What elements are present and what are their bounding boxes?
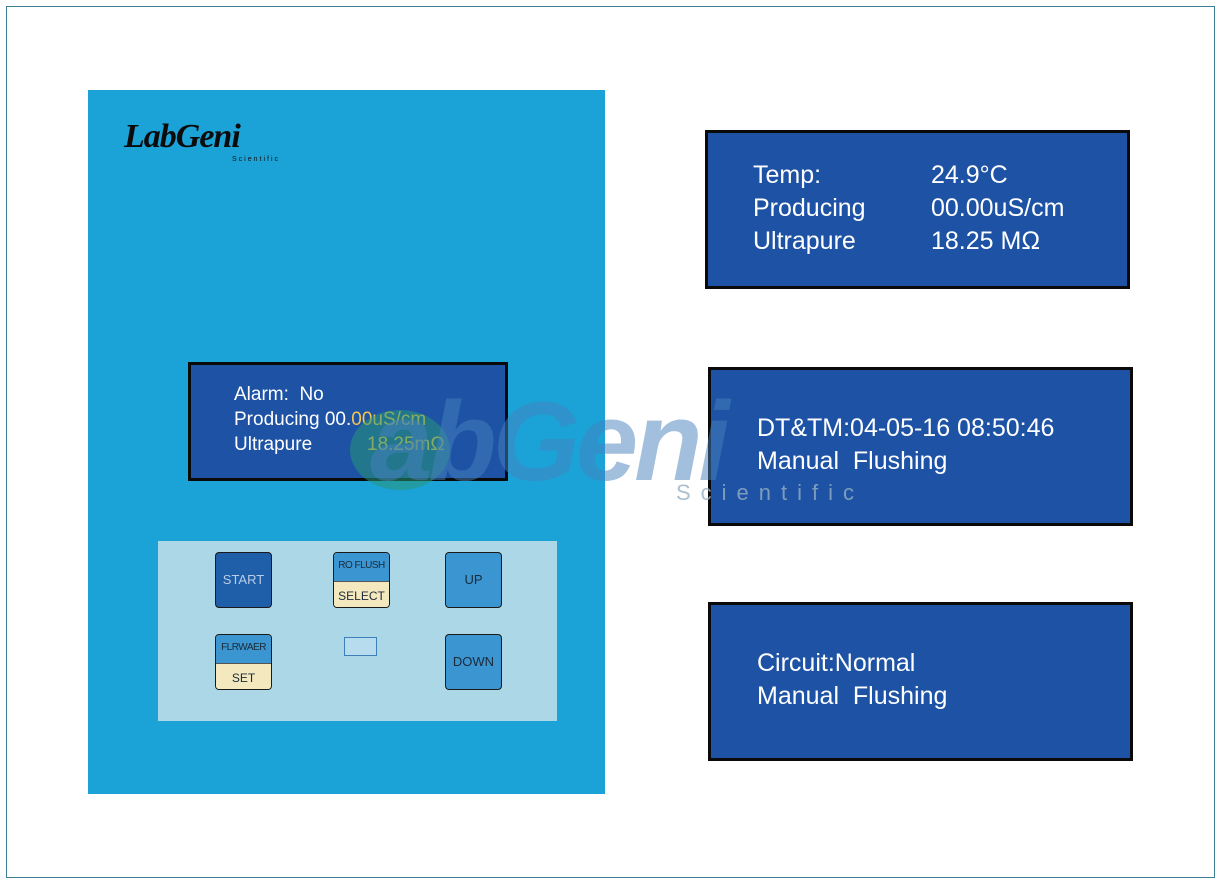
circuit-display: Circuit:Normal Manual Flushing [708,602,1133,761]
mode-line: Manual Flushing [757,682,948,710]
flrwaer-set-button[interactable]: FLRWAER SET [215,634,272,690]
main-lcd-display: Alarm: No Producing 00.00uS/cm Ultrapure… [188,362,508,481]
temp-value: 24.9°C [931,161,1008,189]
circuit-line: Circuit:Normal [757,649,916,677]
indicator-light [344,637,377,656]
up-button[interactable]: UP [445,552,502,608]
ro-flush-label: RO FLUSH [334,553,389,581]
alarm-status: Alarm: No [234,384,324,405]
logo-text: LabGeni [124,118,241,155]
temperature-display: Temp: 24.9°C Producing 00.00uS/cm Ultrap… [705,130,1130,289]
ultrapure-value: 18.25mΩ [367,434,445,455]
ultrapure-label: Ultrapure [753,227,856,255]
down-button[interactable]: DOWN [445,634,502,690]
producing-label: Producing [753,194,866,222]
producing-label: Producing 00. [234,409,352,430]
mode-line: Manual Flushing [757,447,948,475]
page-frame [6,6,1215,878]
logo-subtext: Scientific [232,156,281,163]
ultrapure-value: 18.25 MΩ [931,227,1041,255]
producing-value: 00uS/cm [351,409,427,430]
producing-reading: Producing 00.00uS/cm [234,409,426,431]
labgeni-logo: LabGeni Scientific [124,118,304,168]
ro-flush-select-button[interactable]: RO FLUSH SELECT [333,552,390,608]
datetime-line: DT&TM:04-05-16 08:50:46 [757,414,1055,442]
ultrapure-label: Ultrapure [234,434,313,455]
select-label: SELECT [334,581,389,607]
start-button[interactable]: START [215,552,272,608]
flrwaer-label: FLRWAER [216,635,271,663]
set-label: SET [216,663,271,689]
producing-value: 00.00uS/cm [931,194,1065,222]
temp-label: Temp: [753,161,822,189]
datetime-display: DT&TM:04-05-16 08:50:46 Manual Flushing [708,367,1133,526]
